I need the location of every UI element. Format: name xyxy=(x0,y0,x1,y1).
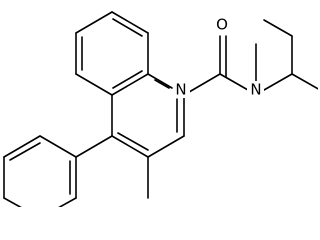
molecule-drawing: N N O xyxy=(3,11,318,207)
structure-canvas: N N O xyxy=(3,11,318,207)
atom-label-amide-nitrogen: N xyxy=(247,81,264,99)
benzo-ring xyxy=(75,11,149,96)
atom-label-oxygen: O xyxy=(213,16,231,34)
oxygen-label: O xyxy=(216,16,228,34)
sec-butyl-group xyxy=(263,19,318,91)
ring-nitrogen-label: N xyxy=(175,81,186,99)
amide-nitrogen-label: N xyxy=(250,81,261,99)
pyridine-ring xyxy=(111,73,185,158)
atom-label-ring-nitrogen: N xyxy=(173,81,190,99)
phenyl-ring xyxy=(3,135,113,207)
carboxamide-group xyxy=(183,35,249,96)
